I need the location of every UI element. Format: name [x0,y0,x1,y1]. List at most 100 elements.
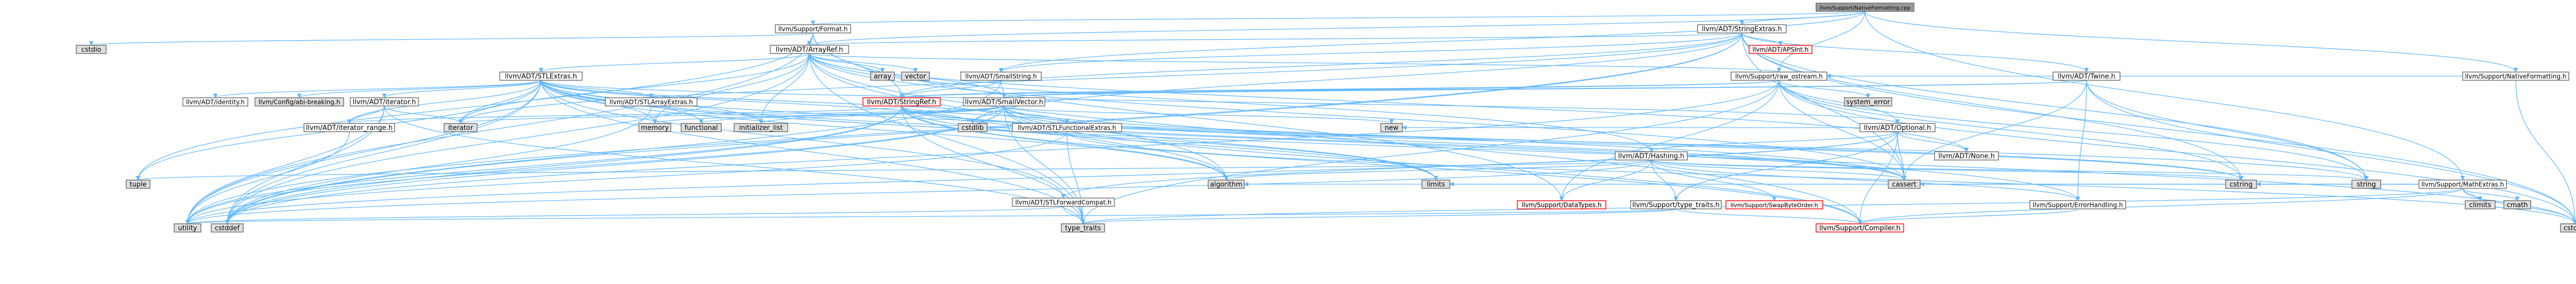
node-label-none: llvm/ADT/None.h [1938,153,1994,161]
node-systemerror: system_error [1844,97,1892,106]
edge-root-to-rawostream [1776,11,1866,73]
node-tuple: tuple [126,180,150,189]
edge-twine-to-cstdint [2086,80,2576,224]
node-stlforwardcompat[interactable]: llvm/ADT/STLForwardCompat.h [1012,198,1115,207]
edge-arrayref-to-array [809,53,885,73]
edge-arrayref-to-cstddef [225,53,810,224]
node-datatypes[interactable]: llvm/Support/DataTypes.h [1517,200,1606,209]
edge-typetraitsh-to-compiler [1675,208,1862,224]
edge-hashing-to-errorhandling [1651,159,2080,201]
node-label-stlarrayextras: llvm/ADT/STLArrayExtras.h [609,99,693,106]
node-iteratorrange[interactable]: llvm/ADT/iterator_range.h [303,123,395,132]
node-format[interactable]: llvm/Support/Format.h [775,24,851,33]
node-label-arrayref: llvm/ADT/ArrayRef.h [776,46,843,54]
node-box-cstdint [2560,223,2576,233]
edge-stringref-to-string [901,105,2369,181]
edge-smallvector-to-utility [185,105,1005,224]
node-swapbyteorder[interactable]: llvm/Support/SwapByteOrder.h [1725,200,1823,209]
node-label-root: llvm/Support/NativeFormatting.cpp [1820,6,1910,11]
node-arrayref[interactable]: llvm/ADT/ArrayRef.h [770,45,849,54]
edge-root-to-arrayref [807,11,1866,46]
edge-stringref-to-cassert [901,105,1907,181]
node-label-swapbyteorder: llvm/Support/SwapByteOrder.h [1731,202,1818,209]
node-none[interactable]: llvm/ADT/None.h [1934,151,1999,161]
node-label-cmath: cmath [2506,202,2528,209]
node-box-stringref [862,97,941,106]
node-adtiterator[interactable]: llvm/ADT/iterator.h [350,97,419,106]
edge-twine-to-smallvector [1002,80,2087,98]
edge-twine-to-stringref [900,80,2087,98]
edge-stlextras-to-cstddef [225,80,541,224]
node-apsint[interactable]: llvm/ADT/APSInt.h [1749,45,1812,54]
node-box-systemerror [1844,97,1892,106]
node-box-datatypes [1517,200,1606,209]
edge-rawostream-to-datatypes [1559,80,1780,201]
node-identity[interactable]: llvm/ADT/identity.h [182,97,248,106]
edge-stlextras-to-iteratorrange [347,80,541,124]
node-label-vector: vector [905,73,926,81]
node-box-nativeformatting [2462,72,2569,81]
edge-hashing-to-datatypes [1559,159,1652,201]
node-label-nativeformatting: llvm/Support/NativeFormatting.h [2465,73,2567,80]
node-box-cstring [2225,180,2257,189]
node-stringextras[interactable]: llvm/ADT/StringExtras.h [1697,24,1787,33]
node-label-apsint: llvm/ADT/APSInt.h [1753,46,1809,54]
node-optional[interactable]: llvm/ADT/Optional.h [1859,123,1936,132]
node-box-iteratorrange [303,123,395,132]
node-climits: climits [2465,200,2496,209]
node-rawostream[interactable]: llvm/Support/raw_ostream.h [1731,72,1827,81]
node-label-adtiterator: llvm/ADT/iterator.h [353,99,416,106]
node-string: string [2351,180,2381,189]
node-box-apsint [1749,45,1812,54]
edge-arrayref-to-iterator [458,53,810,124]
node-box-stlforwardcompat [1012,198,1115,207]
node-box-rawostream [1731,72,1827,81]
node-hashing[interactable]: llvm/ADT/Hashing.h [1615,151,1688,161]
node-label-limits: limits [1427,181,1445,189]
node-box-memory [638,123,671,132]
edge-stlfunctionalextras-to-utility [185,131,1067,224]
node-label-compiler: llvm/Support/Compiler.h [1819,225,1900,233]
node-label-smallstring: llvm/ADT/SmallString.h [965,73,1037,80]
node-cstdio: cstdio [76,45,107,54]
node-smallvector[interactable]: llvm/ADT/SmallVector.h [963,97,1045,106]
edge-smallvector-to-initializerlist [758,105,1005,124]
node-root[interactable]: llvm/Support/NativeFormatting.cpp [1816,3,1914,12]
node-box-stlarrayextras [605,97,698,106]
node-box-compiler [1816,223,1904,233]
edge-rawostream-to-optional [1778,80,1900,124]
node-stlextras[interactable]: llvm/ADT/STLExtras.h [499,72,583,81]
node-box-typetraitsh [1630,200,1722,209]
edge-smallvector-to-algorithm [1004,105,1229,181]
node-cstddef: cstddef [211,223,244,233]
edge-arrayref-to-stlextras [538,53,810,73]
edge-stringref-to-stlfunctionalextras [901,105,1070,124]
node-nativeformatting[interactable]: llvm/Support/NativeFormatting.h [2462,72,2569,81]
edge-optional-to-cassert [1897,131,1907,181]
node-typetraitsh[interactable]: llvm/Support/type_traits.h [1630,200,1722,209]
node-errorhandling[interactable]: llvm/Support/ErrorHandling.h [2029,200,2126,209]
node-label-systemerror: system_error [1846,99,1891,106]
node-twine[interactable]: llvm/ADT/Twine.h [2053,72,2121,81]
node-stlfunctionalextras[interactable]: llvm/ADT/STLFunctionalExtras.h [1012,123,1122,132]
node-label-datatypes: llvm/Support/DataTypes.h [1522,202,1602,209]
node-smallstring[interactable]: llvm/ADT/SmallString.h [960,72,1042,81]
node-stlarrayextras[interactable]: llvm/ADT/STLArrayExtras.h [605,97,698,106]
node-array: array [870,72,895,81]
node-cstdint: cstdint [2560,223,2576,233]
edge-stringref-to-algorithm [901,105,1229,181]
dependency-edges [89,11,2576,224]
edge-twine-to-string [2086,80,2369,181]
edge-stringextras-to-stringref [899,32,1742,98]
edge-root-to-mathextras [1865,11,2465,181]
edge-smallvector-to-memory [652,105,1005,124]
node-box-typetraits [1061,223,1105,233]
edge-hashing-to-utility [185,159,1652,224]
node-box-identity [182,97,248,106]
node-mathextras[interactable]: llvm/Support/MathExtras.h [2418,180,2507,189]
node-stringref[interactable]: llvm/ADT/StringRef.h [862,97,941,106]
edge-stringref-to-cstring [901,105,2244,181]
node-box-iterator [444,123,478,132]
node-compiler[interactable]: llvm/Support/Compiler.h [1816,223,1904,233]
edge-format-to-tuple [135,32,814,181]
